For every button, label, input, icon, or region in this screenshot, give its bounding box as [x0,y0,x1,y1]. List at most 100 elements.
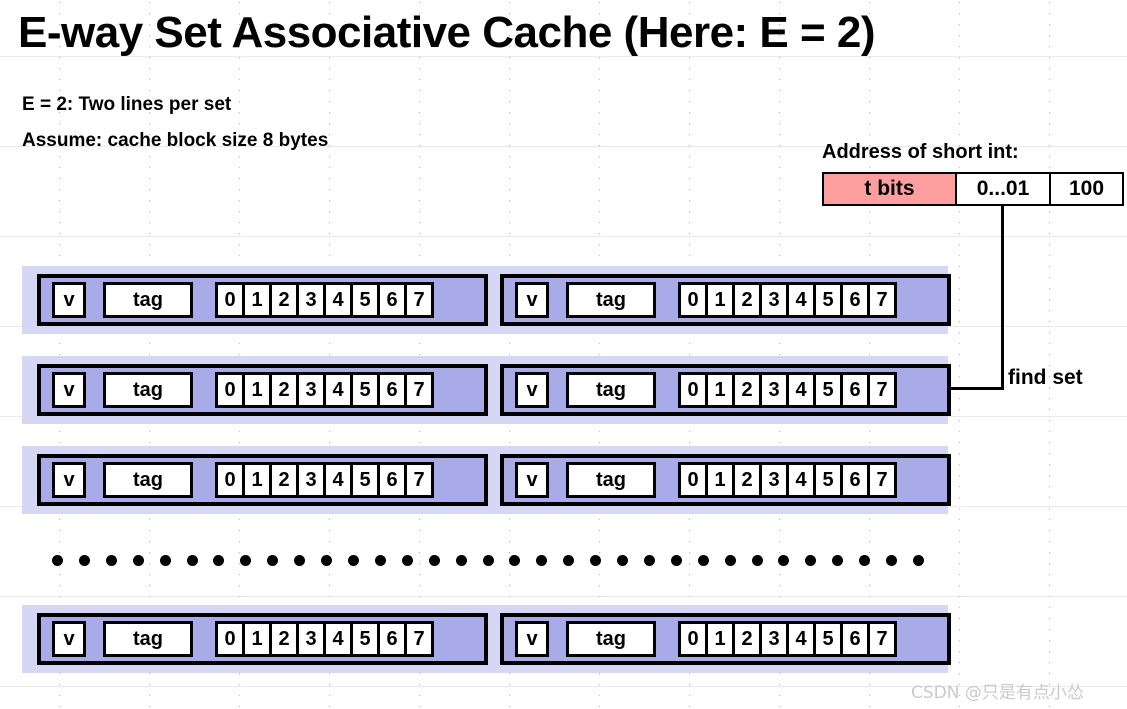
ellipsis-dot [643,554,655,566]
ellipsis-dot [482,554,494,566]
ellipsis-dot [724,554,736,566]
ellipsis-dot [294,554,306,566]
ellipsis-dot [428,554,440,566]
byte-cell-2: 2 [269,462,299,498]
byte-cell-7: 7 [404,282,434,318]
byte-cell-2: 2 [732,282,762,318]
tag-cell: tag [103,372,193,408]
byte-cell-1: 1 [705,462,735,498]
byte-cell-7: 7 [867,372,897,408]
valid-bit-cell: v [52,372,86,408]
byte-cell-2: 2 [732,462,762,498]
subtitle-line-2: Assume: cache block size 8 bytes [22,130,329,151]
valid-bit-cell: v [515,282,549,318]
byte-cell-5: 5 [813,462,843,498]
byte-cell-4: 4 [323,462,353,498]
byte-cell-0: 0 [215,372,245,408]
byte-cell-5: 5 [350,462,380,498]
ellipsis-dot [374,554,386,566]
byte-cell-2: 2 [269,621,299,657]
ellipsis-dot [52,554,63,566]
byte-cell-1: 1 [242,282,272,318]
byte-cell-5: 5 [350,372,380,408]
byte-cell-4: 4 [786,621,816,657]
ellipsis-dot [213,554,225,566]
byte-cell-4: 4 [786,372,816,408]
ellipsis-dot [186,554,198,566]
sets-ellipsis [52,553,924,567]
byte-cell-2: 2 [732,621,762,657]
byte-cell-6: 6 [840,621,870,657]
byte-cell-3: 3 [759,282,789,318]
ellipsis-dot [455,554,467,566]
byte-cell-0: 0 [678,462,708,498]
tag-cell: tag [103,462,193,498]
byte-cell-7: 7 [867,621,897,657]
byte-cell-1: 1 [242,621,272,657]
byte-cell-1: 1 [242,462,272,498]
ellipsis-dot [509,554,521,566]
valid-bit-cell: v [515,372,549,408]
byte-cell-6: 6 [377,372,407,408]
subtitle-line-1: E = 2: Two lines per set [22,94,232,115]
byte-cell-5: 5 [813,621,843,657]
byte-cell-2: 2 [269,282,299,318]
ellipsis-dot [132,554,144,566]
byte-cell-7: 7 [404,372,434,408]
address-field-set-index-bits: 0...01 [955,174,1049,204]
tag-cell: tag [566,621,656,657]
ellipsis-dot [778,554,790,566]
tag-cell: tag [566,372,656,408]
ellipsis-dot [267,554,279,566]
valid-bit-cell: v [515,462,549,498]
byte-cell-4: 4 [786,462,816,498]
tag-cell: tag [566,282,656,318]
byte-cell-1: 1 [705,372,735,408]
byte-cell-3: 3 [759,372,789,408]
ellipsis-dot [751,554,763,566]
address-label: Address of short int: [822,141,1019,163]
byte-cell-4: 4 [786,282,816,318]
ellipsis-dot [886,554,898,566]
ellipsis-dot [670,554,682,566]
page-title: E-way Set Associative Cache (Here: E = 2… [18,8,876,57]
byte-cell-3: 3 [759,621,789,657]
byte-cell-0: 0 [678,372,708,408]
byte-cell-0: 0 [215,462,245,498]
byte-cell-6: 6 [377,621,407,657]
ellipsis-dot [78,554,90,566]
ellipsis-dot [697,554,709,566]
byte-cell-6: 6 [377,282,407,318]
byte-cell-5: 5 [350,282,380,318]
byte-cell-5: 5 [813,372,843,408]
find-set-connector-line [948,204,1004,390]
ellipsis-dot [321,554,333,566]
valid-bit-cell: v [515,621,549,657]
ellipsis-dot [105,554,117,566]
ellipsis-dot [401,554,413,566]
byte-cell-6: 6 [377,462,407,498]
ellipsis-dot [240,554,252,566]
byte-cell-2: 2 [269,372,299,408]
tag-cell: tag [566,462,656,498]
address-field-tag-bits: t bits [824,174,955,204]
address-field-block-offset-bits: 100 [1049,174,1122,204]
ellipsis-dot [913,554,924,566]
